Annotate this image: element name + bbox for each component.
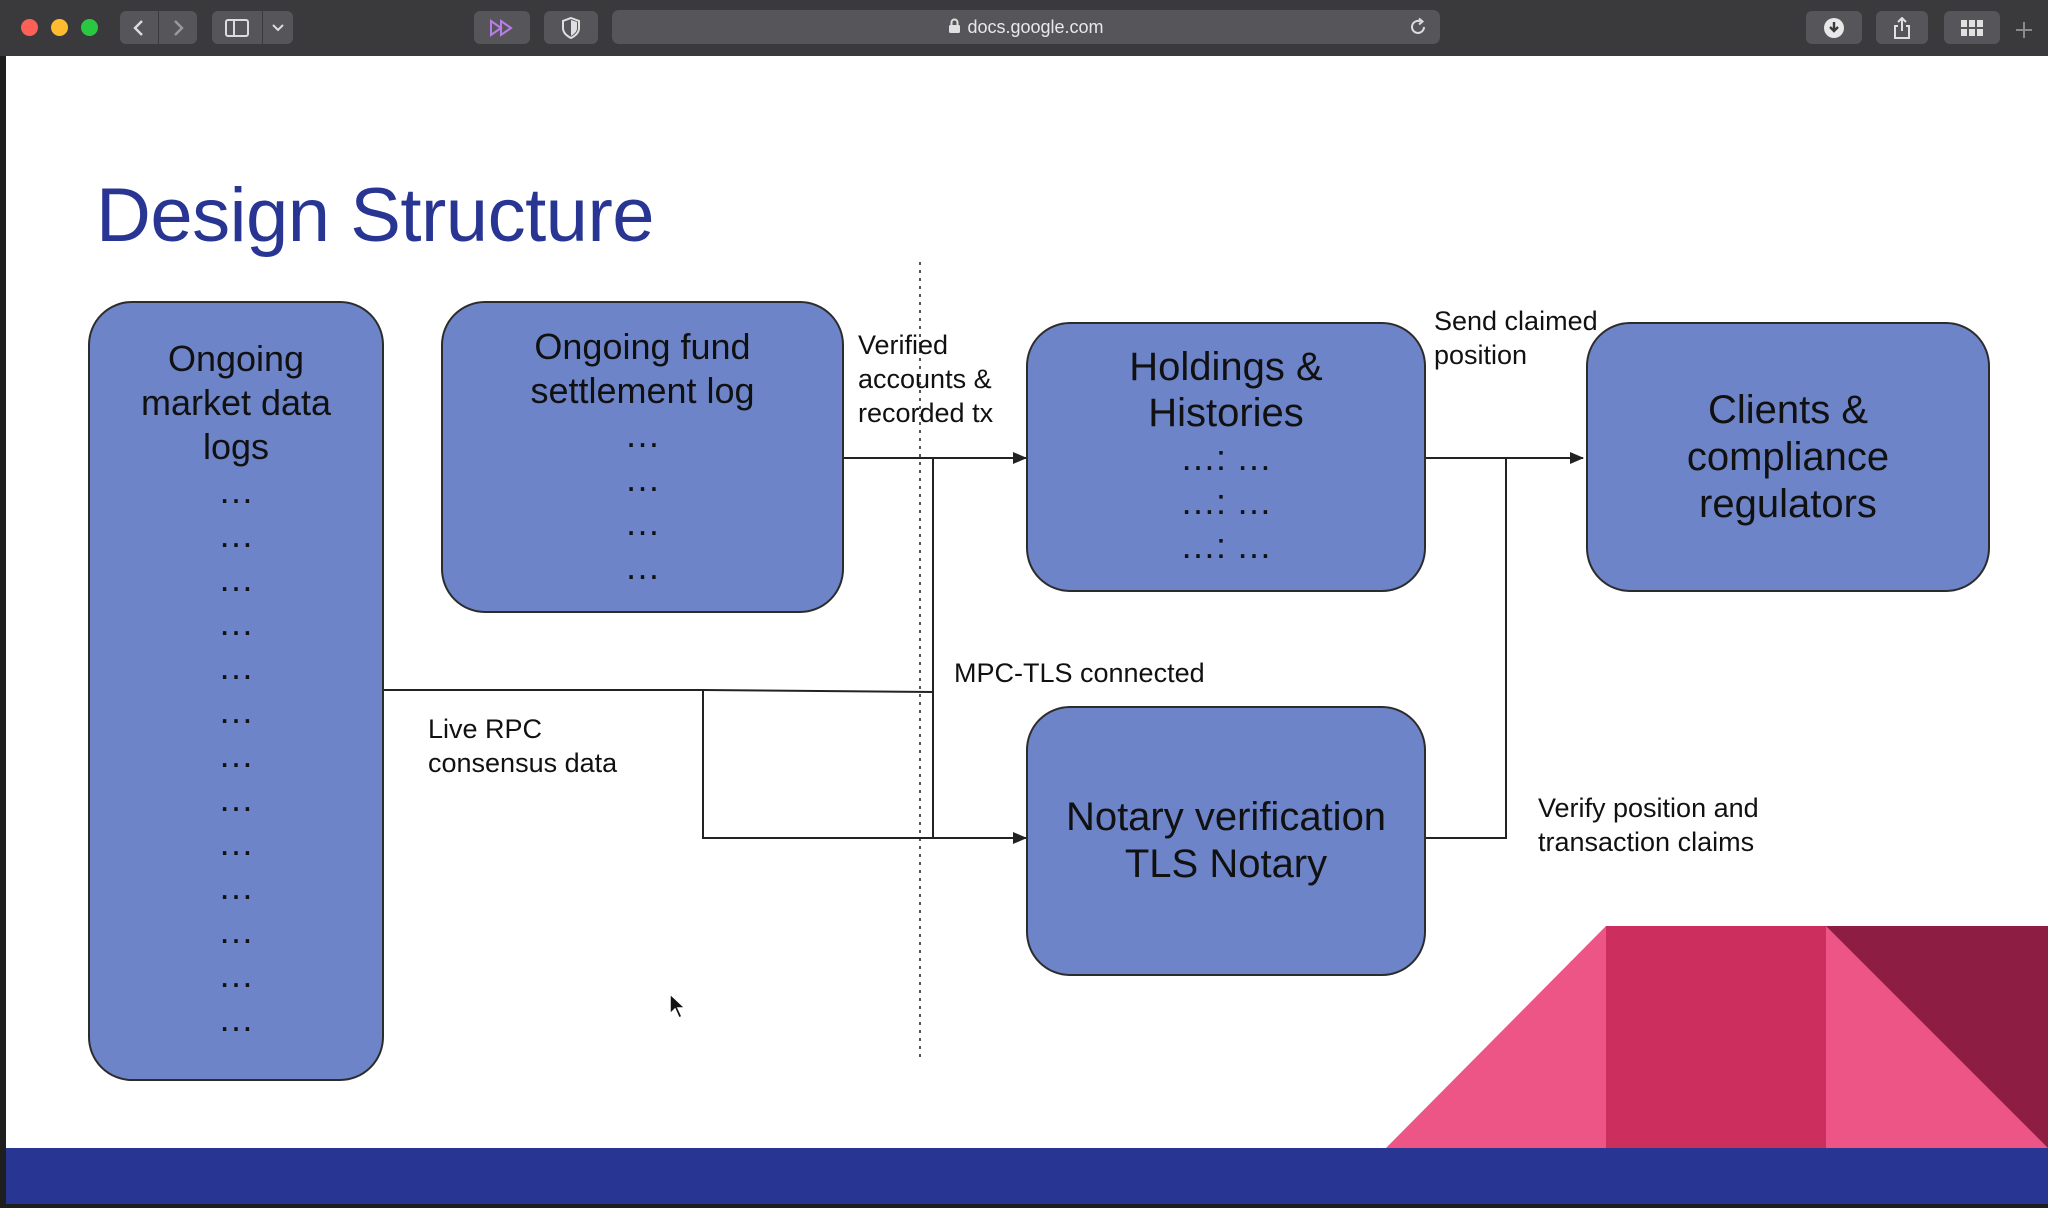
shield-icon <box>562 16 580 39</box>
node-fund-settlement-log-entries: … … … … <box>624 414 661 587</box>
lock-icon <box>949 18 961 33</box>
label-send-claimed-position: Send claimed position <box>1434 306 1598 370</box>
label-live-rpc-consensus: Live RPC consensus data <box>428 714 618 778</box>
fast-forward-icon <box>490 18 513 37</box>
slide-footer-band <box>6 1148 2048 1204</box>
zoom-window-button[interactable] <box>81 19 98 36</box>
node-market-data-logs-title: Ongoing market data logs <box>140 338 332 467</box>
share-icon <box>1894 16 1910 39</box>
connector-market-to-notary <box>382 689 1027 844</box>
label-verify-claims: Verify position and transaction claims <box>1538 793 1759 857</box>
node-holdings-histories-title: Holdings & Histories <box>1129 345 1323 435</box>
new-tab-icon <box>2016 22 2032 38</box>
close-window-button[interactable] <box>21 19 38 36</box>
node-fund-settlement-log-title: Ongoing fund settlement log <box>530 326 755 411</box>
forward-icon <box>174 19 184 36</box>
node-notary-verification: Notary verification TLS Notary <box>1026 706 1426 976</box>
connector-notary-to-clients <box>1426 458 1507 839</box>
minimize-window-button[interactable] <box>51 19 68 36</box>
mouse-cursor-icon <box>669 992 687 1020</box>
label-verified-accounts: Verified accounts & recorded tx <box>858 330 994 428</box>
privacy-button[interactable] <box>544 11 598 44</box>
share-button[interactable] <box>1876 11 1928 44</box>
url-text: docs.google.com <box>967 17 1104 37</box>
extension-button[interactable] <box>474 11 530 44</box>
node-fund-settlement-log: Ongoing fund settlement log … … … … <box>441 301 844 613</box>
browser-toolbar: docs.google.com <box>0 0 2048 57</box>
sidebar-toggle-button[interactable] <box>212 11 262 44</box>
slide-title: Design Structure <box>96 173 655 258</box>
node-notary-verification-title: Notary verification TLS Notary <box>1065 795 1387 886</box>
forward-button[interactable] <box>159 11 197 44</box>
node-clients-regulators-title: Clients & compliance regulators <box>1686 387 1890 526</box>
node-market-data-logs-entries: … … … … … … … … … … … … … <box>218 470 254 1039</box>
slide-canvas: Design Structure Ongoing market data <box>6 56 2048 1204</box>
address-bar[interactable]: docs.google.com <box>612 10 1440 44</box>
node-holdings-histories: Holdings & Histories …: … …: … …: … <box>1026 322 1426 592</box>
sidebar-icon <box>225 18 249 37</box>
new-tab-button[interactable] <box>2014 20 2034 45</box>
back-button[interactable] <box>120 11 158 44</box>
decorative-corner-shapes <box>1386 926 2048 1148</box>
node-holdings-histories-entries: …: … …: … …: … <box>1179 437 1272 566</box>
label-mpc-tls-connected: MPC-TLS connected <box>954 658 1205 688</box>
node-clients-regulators: Clients & compliance regulators <box>1586 322 1990 592</box>
tab-overview-button[interactable] <box>1944 11 2000 44</box>
download-icon <box>1824 17 1844 38</box>
chevron-down-icon <box>272 23 284 31</box>
sidebar-menu-button[interactable] <box>263 11 293 44</box>
reload-icon[interactable] <box>1408 17 1428 37</box>
node-market-data-logs: Ongoing market data logs … … … … … … … …… <box>88 301 384 1081</box>
connector-mpc-branch <box>702 689 934 693</box>
diagram-connectors <box>382 262 2048 1148</box>
downloads-button[interactable] <box>1806 11 1862 44</box>
tabs-grid-icon <box>1961 19 1983 36</box>
back-icon <box>133 19 143 36</box>
